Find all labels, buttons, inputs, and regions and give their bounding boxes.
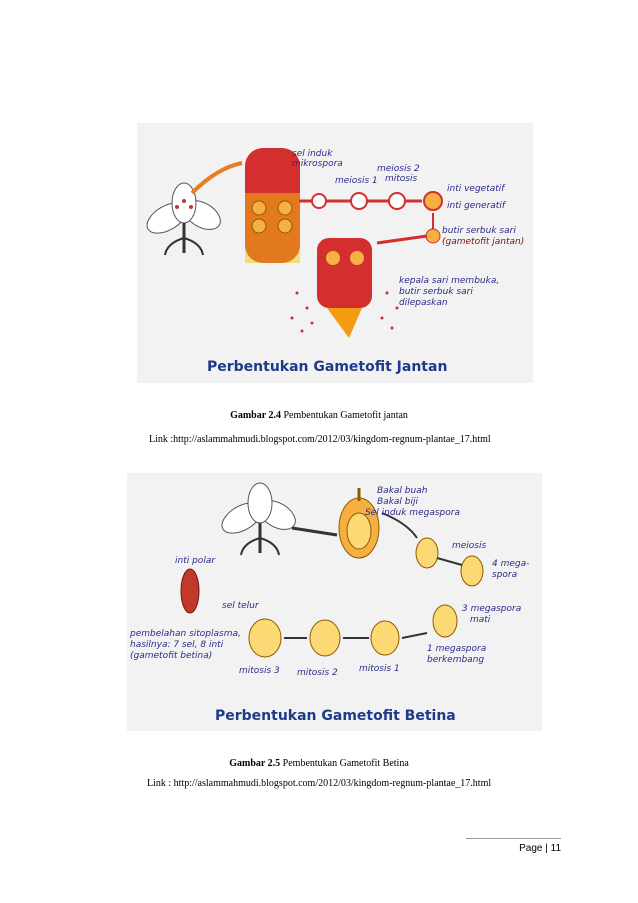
caption-figure1-label: Gambar 2.4 — [230, 410, 281, 421]
label-inti-generatif: inti generatif — [447, 201, 507, 211]
label-sel-induk: sel induk — [292, 149, 333, 159]
label-1-megaspora: 1 megaspora — [427, 644, 486, 654]
label-sel-telur: sel telur — [222, 601, 260, 611]
arrow-flower-to-ovary — [291, 526, 338, 537]
link-figure2[interactable]: Link : http://aslammahmudi.blogspot.com/… — [147, 778, 492, 789]
label-mitosis-1: mitosis 1 — [359, 664, 400, 674]
label-meiosis2: meiosis 2 — [377, 164, 420, 174]
caption-figure1-text: Pembentukan Gametofit jantan — [281, 410, 408, 421]
figure-gametofit-betina: Bakal buah Bakal biji Sel induk megaspor… — [127, 473, 542, 731]
caption-figure2-text: Pembentukan Gametofit Betina — [280, 758, 409, 769]
flower-illustration — [221, 482, 296, 556]
figure-gametofit-jantan: sel induk mikrospora meiosis 1 meiosis 2… — [137, 123, 533, 383]
label-bakal-buah: Bakal buah — [377, 486, 428, 496]
diagram-gametofit-betina: Bakal buah Bakal biji Sel induk megaspor… — [129, 482, 529, 724]
page-number: Page | 11 — [519, 843, 561, 854]
label-3-megaspora: 3 megaspora — [462, 604, 521, 614]
label-sel-induk-megaspora: Sel induk megaspora — [365, 508, 460, 518]
caption-figure2-label: Gambar 2.5 — [229, 758, 281, 769]
figure2-title: Perbentukan Gametofit Betina — [215, 708, 456, 724]
arrow-flower-to-anther — [190, 161, 243, 195]
diagram-gametofit-jantan: sel induk mikrospora meiosis 1 meiosis 2… — [146, 148, 524, 375]
label-kepala-2: butir serbuk sari — [399, 287, 473, 297]
label-kepala-3: dilepaskan — [399, 298, 448, 308]
label-pembelahan-2: hasilnya: 7 sel, 8 inti — [130, 640, 224, 650]
caption-figure1: Gambar 2.4 Pembentukan Gametofit jantan — [0, 410, 638, 421]
label-butir: butir serbuk sari — [442, 226, 516, 236]
label-inti-vegetatif: inti vegetatif — [447, 184, 506, 194]
pollen-grains — [290, 291, 399, 333]
label-inti-polar: inti polar — [175, 556, 216, 566]
label-gametofit-jantan: (gametofit jantan) — [442, 237, 524, 247]
link-figure1[interactable]: Link :http://aslammahmudi.blogspot.com/2… — [149, 434, 491, 445]
label-mati: mati — [470, 615, 491, 625]
caption-figure2: Gambar 2.5 Pembentukan Gametofit Betina — [0, 758, 638, 769]
label-meiosis1: meiosis 1 — [335, 176, 378, 186]
label-mitosis: mitosis — [385, 174, 417, 184]
label-mikrospora: mikrospora — [292, 159, 343, 169]
page-footer: Page | 11 — [466, 838, 561, 858]
flower-illustration — [146, 182, 221, 256]
label-kepala-1: kepala sari membuka, — [399, 276, 499, 286]
embryo-sac-illustration — [180, 568, 200, 614]
label-gametofit-betina: (gametofit betina) — [130, 651, 212, 661]
label-meiosis: meiosis — [452, 541, 487, 551]
label-mitosis-3: mitosis 3 — [239, 666, 280, 676]
figure1-title: Perbentukan Gametofit Jantan — [207, 359, 447, 375]
label-pembelahan-1: pembelahan sitoplasma, — [129, 629, 241, 639]
label-bakal-biji: Bakal biji — [377, 497, 418, 507]
anther-illustration — [245, 148, 300, 263]
ovary-illustration — [338, 488, 380, 559]
label-4-mega: 4 mega- — [492, 559, 529, 569]
label-mitosis-2: mitosis 2 — [297, 668, 338, 678]
label-berkembang: berkembang — [427, 655, 484, 665]
anther-open-illustration — [317, 238, 372, 338]
label-spora: spora — [492, 570, 517, 580]
